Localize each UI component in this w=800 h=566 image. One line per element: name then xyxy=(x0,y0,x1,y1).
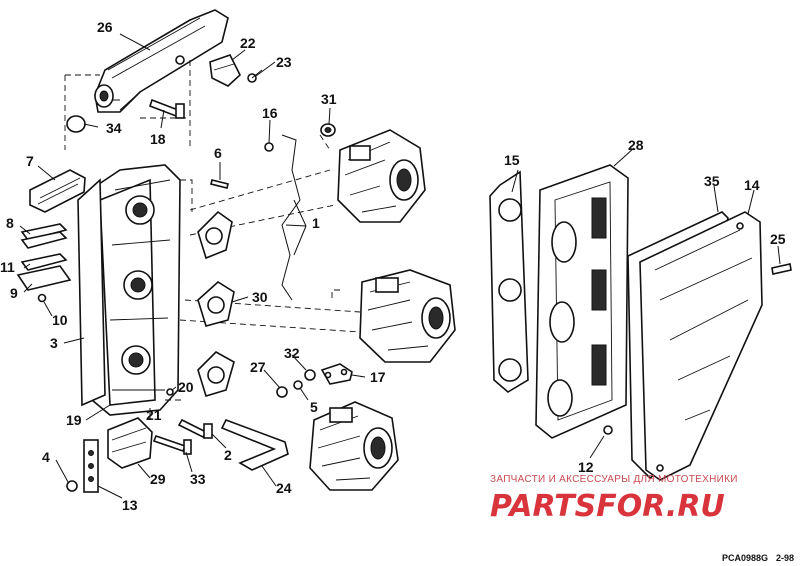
part-3-intake-manifold xyxy=(89,164,181,416)
part-18-bolt xyxy=(148,98,185,119)
callout-18: 18 xyxy=(150,131,166,147)
part-16-nut xyxy=(264,142,274,152)
part-17-clip xyxy=(320,363,353,385)
callout-33: 33 xyxy=(190,471,206,487)
callout-5: 5 xyxy=(310,399,318,415)
callout-10: 10 xyxy=(52,312,68,328)
leader-lines xyxy=(19,33,781,499)
part-10-screw xyxy=(37,293,47,303)
part-33-bolt xyxy=(152,434,192,455)
callout-labels: 26 22 23 31 16 34 18 6 7 1 8 11 9 10 30 … xyxy=(0,19,786,513)
callout-2: 2 xyxy=(224,447,232,463)
callout-16: 16 xyxy=(262,105,278,121)
watermark-tagline: ЗАПЧАСТИ И АКСЕССУАРЫ ДЛЯ МОТОТЕХНИКИ xyxy=(490,474,738,485)
callout-26: 26 xyxy=(97,19,113,35)
carburetor-bottom xyxy=(309,401,399,491)
part-13-plate xyxy=(83,439,99,493)
part-22-clip xyxy=(209,54,241,87)
manifold-gasket xyxy=(77,178,106,407)
callout-22: 22 xyxy=(240,35,256,51)
part-27-screw xyxy=(276,386,288,398)
part-31-washer xyxy=(320,123,336,137)
part-26-intake-tube xyxy=(94,9,229,113)
carburetor-middle xyxy=(359,269,456,363)
callout-11: 11 xyxy=(0,259,15,275)
part-14-cover xyxy=(639,211,763,481)
callout-20: 20 xyxy=(178,379,194,395)
watermark: ЗАПЧАСТИ И АКСЕССУАРЫ ДЛЯ МОТОТЕХНИКИ PA… xyxy=(490,474,738,524)
callout-27: 27 xyxy=(250,359,266,375)
part-20-fitting xyxy=(166,388,174,396)
callout-17: 17 xyxy=(370,369,386,385)
part-1-link-rod xyxy=(281,134,301,301)
part-24-hose xyxy=(220,418,289,471)
carburetor-top xyxy=(337,129,426,223)
callout-15: 15 xyxy=(504,152,520,168)
watermark-brand: PARTSFOR.RU xyxy=(490,489,725,524)
part-12-screw xyxy=(603,425,613,435)
figure-code-text: PCA0988G xyxy=(722,553,768,563)
callout-31: 31 xyxy=(321,91,337,107)
callout-7: 7 xyxy=(26,153,34,169)
callout-23: 23 xyxy=(276,54,292,70)
callout-14: 14 xyxy=(744,177,760,193)
callout-32: 32 xyxy=(284,345,300,361)
part-11-reed-stop xyxy=(20,253,68,271)
callout-21: 21 xyxy=(146,407,162,423)
page-number: 2-98 xyxy=(776,553,794,563)
part-6-screw xyxy=(210,179,229,189)
callout-19: 19 xyxy=(66,412,82,428)
part-4-screw xyxy=(66,480,78,492)
part-23-screw xyxy=(247,69,263,83)
figure-code: PCA0988G 2-98 xyxy=(722,553,794,563)
callout-35: 35 xyxy=(704,173,720,189)
callout-4: 4 xyxy=(42,449,50,465)
callout-8: 8 xyxy=(6,215,14,231)
part-28-reed-plate xyxy=(535,164,629,439)
callout-3: 3 xyxy=(50,335,58,351)
callout-13: 13 xyxy=(122,497,138,513)
part-32-nut xyxy=(304,369,316,381)
callout-24: 24 xyxy=(276,480,292,496)
part-30-carb-gaskets xyxy=(197,210,235,397)
part-2-bolt xyxy=(177,418,213,439)
callout-12: 12 xyxy=(578,459,594,475)
callout-28: 28 xyxy=(628,137,644,153)
callout-30: 30 xyxy=(252,289,268,305)
part-7-reed-block xyxy=(29,169,86,213)
part-5-washer xyxy=(293,380,303,390)
callout-25: 25 xyxy=(770,231,786,247)
part-25-screw xyxy=(771,263,792,275)
part-9-reed-plate xyxy=(16,265,72,291)
part-34-cap xyxy=(66,115,86,133)
callout-1: 1 xyxy=(312,215,320,231)
callout-34: 34 xyxy=(106,120,122,136)
callout-9: 9 xyxy=(10,285,18,301)
callout-29: 29 xyxy=(150,471,166,487)
callout-6: 6 xyxy=(214,145,222,161)
part-8-reed-petals xyxy=(20,223,68,249)
part-15-gasket xyxy=(489,170,529,393)
part-29-bracket xyxy=(107,417,153,469)
